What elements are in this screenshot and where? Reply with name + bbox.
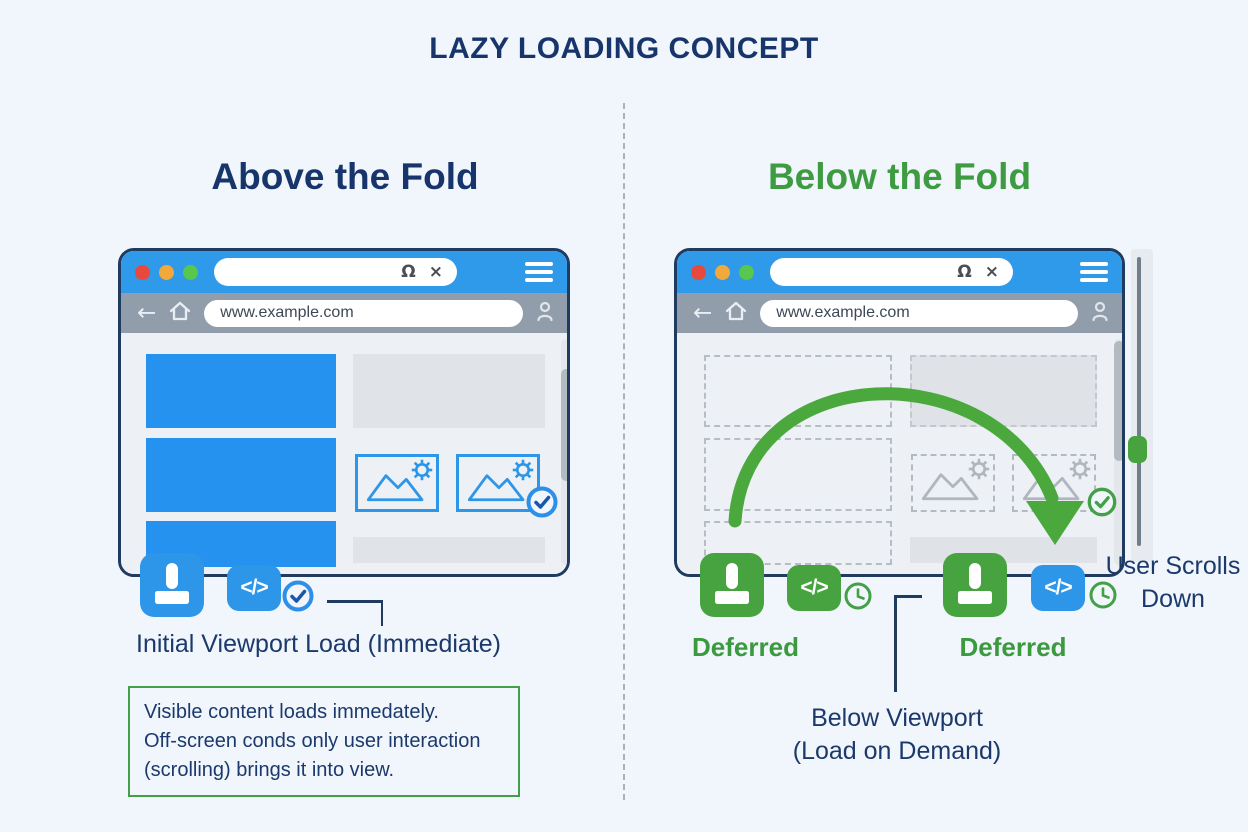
note-line: Visible content loads immedately. <box>144 701 439 723</box>
page-scroll-thumb[interactable] <box>1128 436 1147 463</box>
below-viewport-line: (Load on Demand) <box>792 736 1002 765</box>
incognito-icon: Ω <box>401 261 416 282</box>
loaded-check-icon <box>526 486 558 518</box>
code-icon-deferred: </> <box>787 565 841 611</box>
connector-line <box>894 595 922 598</box>
connector-line <box>327 600 383 603</box>
render-stamp-icon-deferred <box>943 553 1007 617</box>
code-icon: </> <box>227 565 281 611</box>
image-placeholder <box>355 454 439 512</box>
deferred-text-block <box>704 355 892 427</box>
page-scroll-track[interactable] <box>1131 249 1153 562</box>
home-icon[interactable] <box>168 300 192 327</box>
deferred-check-icon <box>1087 487 1117 517</box>
explanation-note: Visible content loads immedately. Off-sc… <box>128 686 520 797</box>
address-bar[interactable]: www.example.com <box>204 299 523 327</box>
note-line: (scrolling) brings it into view. <box>144 759 395 781</box>
back-icon[interactable]: ← <box>137 299 157 326</box>
clock-icon <box>1089 581 1117 609</box>
code-glyph: </> <box>1044 576 1072 599</box>
code-glyph: </> <box>800 576 828 599</box>
mountain-icon <box>467 474 525 502</box>
loaded-text-block <box>146 354 336 428</box>
code-icon-loading: </> <box>1031 565 1085 611</box>
address-bar[interactable]: www.example.com <box>760 299 1078 327</box>
maximize-dot[interactable] <box>183 264 198 280</box>
viewport-content-deferred <box>677 333 1122 574</box>
initial-load-caption: Initial Viewport Load (Immediate) <box>136 630 501 658</box>
loaded-text-block <box>146 438 336 512</box>
browser-titlebar: Ω × <box>121 251 567 293</box>
code-glyph: </> <box>240 576 268 599</box>
close-dot[interactable] <box>691 264 706 280</box>
profile-icon[interactable] <box>1090 300 1110 327</box>
deferred-placeholder <box>910 355 1097 427</box>
deferred-label: Deferred <box>959 632 1067 662</box>
gear-icon <box>411 459 433 481</box>
image-placeholder <box>456 454 540 512</box>
deferred-image-placeholder <box>1012 454 1096 512</box>
below-viewport-line: Below Viewport <box>811 704 983 732</box>
browser-tab[interactable]: Ω × <box>770 258 1013 286</box>
mountain-icon <box>366 474 424 502</box>
menu-icon[interactable] <box>525 262 553 282</box>
profile-icon[interactable] <box>535 300 555 327</box>
minimize-dot[interactable] <box>715 264 730 280</box>
gear-icon <box>512 459 534 481</box>
back-icon[interactable]: ← <box>693 299 713 326</box>
content-placeholder <box>353 354 545 428</box>
incognito-icon: Ω <box>957 261 972 282</box>
browser-window-below-fold: Ω × ← www.example.com <box>674 248 1125 577</box>
heading-below-the-fold: Below the Fold <box>767 156 1032 197</box>
maximize-dot[interactable] <box>739 264 754 280</box>
deferred-text-block <box>704 438 892 511</box>
home-icon[interactable] <box>724 300 748 327</box>
browser-toolbar: ← www.example.com <box>121 293 567 333</box>
note-line: Off-screen conds only user interaction <box>144 730 481 752</box>
below-viewport-label: Below Viewport (Load on Demand) <box>772 702 1022 767</box>
user-scrolls-line: Down <box>1141 584 1205 613</box>
connector-line <box>380 600 383 626</box>
clock-icon <box>844 582 872 610</box>
gear-icon <box>1069 458 1091 480</box>
browser-titlebar: Ω × <box>677 251 1122 293</box>
user-scrolls-label: User Scrolls Down <box>1098 550 1248 615</box>
close-tab-icon[interactable]: × <box>428 261 443 282</box>
browser-toolbar: ← www.example.com <box>677 293 1122 333</box>
section-divider <box>623 103 625 800</box>
browser-window-above-fold: Ω × ← www.example.com <box>118 248 570 577</box>
browser-tab[interactable]: Ω × <box>214 258 457 286</box>
deferred-label: Deferred <box>692 632 799 662</box>
render-stamp-icon <box>140 553 204 617</box>
page-title: LAZY LOADING CONCEPT <box>429 32 819 65</box>
content-placeholder <box>353 537 545 563</box>
close-tab-icon[interactable]: × <box>984 261 999 282</box>
heading-above-the-fold: Above the Fold <box>211 156 479 197</box>
minimize-dot[interactable] <box>159 264 174 280</box>
menu-icon[interactable] <box>1080 262 1108 282</box>
gear-icon <box>968 458 990 480</box>
browser-scrollbar-thumb[interactable] <box>561 369 567 481</box>
connector-line <box>894 595 897 692</box>
render-stamp-icon-deferred <box>700 553 764 617</box>
viewport-content-loaded <box>121 333 567 574</box>
browser-scrollbar-thumb[interactable] <box>1114 341 1122 461</box>
user-scrolls-line: User Scrolls <box>1105 552 1241 580</box>
deferred-image-placeholder <box>911 454 995 512</box>
close-dot[interactable] <box>135 264 150 280</box>
page-scroll-line <box>1137 257 1141 546</box>
immediate-check-icon <box>282 580 314 612</box>
